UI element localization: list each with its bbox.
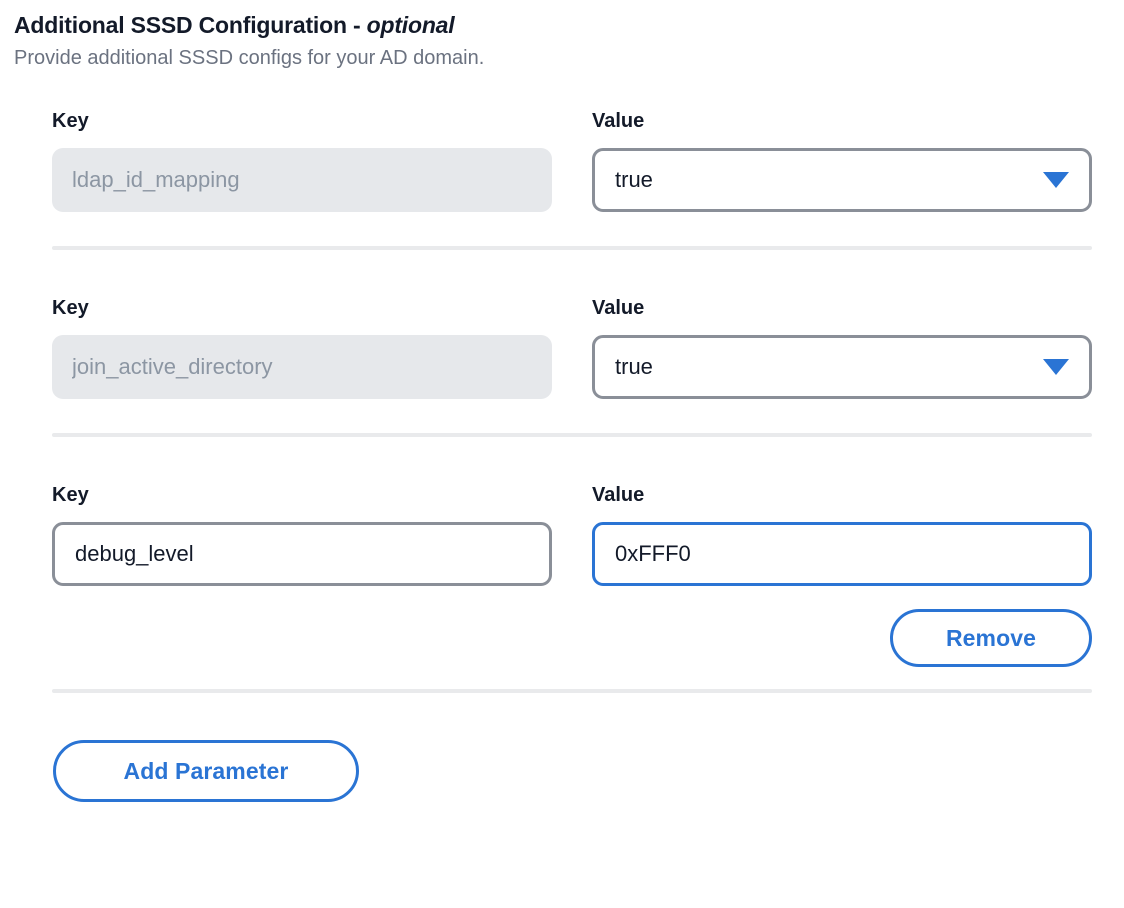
page-title-main: Additional SSSD Configuration bbox=[14, 12, 347, 38]
add-parameter-row: Add Parameter bbox=[0, 740, 1124, 802]
remove-button-row: Remove bbox=[0, 609, 1124, 667]
spacer bbox=[0, 212, 1124, 246]
page-title-separator: - bbox=[346, 12, 367, 38]
remove-button[interactable]: Remove bbox=[890, 609, 1092, 667]
key-field-group: Key ldap_id_mapping bbox=[52, 108, 552, 212]
key-input-value: debug_level bbox=[75, 541, 194, 566]
value-select-value: true bbox=[615, 167, 653, 192]
value-field-group: Value true bbox=[592, 295, 1092, 399]
key-input-value: join_active_directory bbox=[72, 354, 273, 379]
value-label: Value bbox=[592, 297, 645, 319]
key-field-group: Key debug_level bbox=[52, 482, 552, 586]
value-field-group: Value true bbox=[592, 108, 1092, 212]
value-label: Value bbox=[592, 484, 645, 506]
page-title-optional: optional bbox=[366, 12, 455, 38]
key-input[interactable]: join_active_directory bbox=[52, 335, 552, 399]
key-label: Key bbox=[52, 297, 89, 319]
spacer bbox=[0, 437, 1124, 482]
spacer bbox=[0, 667, 1124, 689]
value-select[interactable]: true bbox=[592, 148, 1092, 212]
key-label: Key bbox=[52, 110, 89, 132]
key-input-value: ldap_id_mapping bbox=[72, 167, 240, 192]
section-header: Additional SSSD Configuration - optional… bbox=[0, 0, 1124, 72]
chevron-down-icon[interactable] bbox=[1043, 172, 1069, 188]
parameter-row: Key debug_level Value 0xFFF0 bbox=[0, 482, 1124, 586]
page-title: Additional SSSD Configuration - optional bbox=[14, 10, 1110, 40]
value-input-value: 0xFFF0 bbox=[615, 541, 691, 566]
key-input[interactable]: ldap_id_mapping bbox=[52, 148, 552, 212]
spacer bbox=[0, 399, 1124, 433]
value-select[interactable]: true bbox=[592, 335, 1092, 399]
row-divider bbox=[52, 689, 1092, 693]
row-divider bbox=[52, 433, 1092, 437]
key-input[interactable]: debug_level bbox=[52, 522, 552, 586]
value-label: Value bbox=[592, 110, 645, 132]
key-field-group: Key join_active_directory bbox=[52, 295, 552, 399]
row-divider bbox=[52, 246, 1092, 250]
key-label: Key bbox=[52, 484, 89, 506]
parameter-row: Key join_active_directory Value true bbox=[0, 295, 1124, 399]
value-field-group: Value 0xFFF0 bbox=[592, 482, 1092, 586]
value-select-value: true bbox=[615, 354, 653, 379]
add-parameter-button[interactable]: Add Parameter bbox=[53, 740, 359, 802]
parameter-list: Key ldap_id_mapping Value true bbox=[0, 108, 1124, 802]
page-subtitle: Provide additional SSSD configs for your… bbox=[14, 47, 485, 69]
chevron-down-icon[interactable] bbox=[1043, 359, 1069, 375]
parameter-row: Key ldap_id_mapping Value true bbox=[0, 108, 1124, 212]
value-input[interactable]: 0xFFF0 bbox=[592, 522, 1092, 586]
spacer bbox=[0, 250, 1124, 295]
